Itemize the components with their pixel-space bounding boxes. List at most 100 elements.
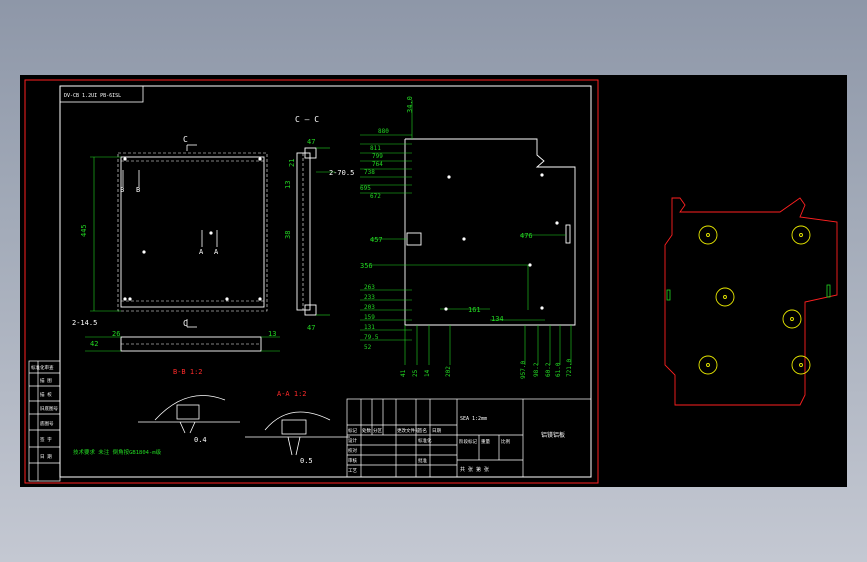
plate-dim-lines (360, 100, 572, 365)
title-row-3: 更改文件号 (397, 427, 420, 434)
dim-top-12: 672 (370, 193, 381, 200)
inner-border (59, 85, 592, 478)
side-dim-47-bottom: 47 (307, 324, 315, 332)
dim-top-0: 34.0 (406, 96, 414, 113)
title-rows: 标记 处数 分区 更改文件号 签名 日期 设计 校对 审核 工艺 标准化 批准 … (348, 427, 510, 474)
title-row-5: 日期 (432, 428, 441, 434)
dim-top-10: 695 (360, 185, 371, 192)
dim-top-3: 799 (372, 153, 383, 160)
dim-top-5: 764 (372, 161, 383, 168)
dim-bl-0: 263 (364, 284, 375, 291)
front-view (85, 152, 280, 352)
left-col-5: 签 字 (40, 436, 52, 443)
detail-aa (245, 411, 350, 456)
dim-mid-4: 134 (491, 315, 504, 323)
label-c-top: C (183, 135, 188, 144)
dim-bl-9: 131 (364, 324, 375, 331)
detail-bb-dim: 0.4 (194, 436, 207, 444)
dim-ax-7: 61.0 (555, 362, 562, 377)
title-row-4: 签名 (418, 427, 427, 434)
side-dim-2x: 2-70.5 (329, 169, 354, 177)
dim-top-7: 738 (364, 169, 375, 176)
label-a1: A (199, 248, 204, 256)
detail-bb (138, 395, 240, 434)
cad-drawing: DV-CB 1.2UI PB-6ISL 标准化审查 描 图 描 校 旧底图号 底… (24, 79, 838, 484)
title-sheet: 共 张 第 张 (460, 466, 489, 473)
dim-ax-8: 721.0 (566, 359, 573, 377)
detail-aa-title: A-A 1:2 (277, 390, 307, 398)
cad-canvas[interactable]: DV-CB 1.2UI PB-6ISL 标准化审查 描 图 描 校 旧底图号 底… (20, 75, 847, 487)
outer-frame (24, 79, 599, 484)
side-view (296, 147, 335, 316)
title-right-2: 比例 (501, 438, 510, 445)
dim-bl-4: 203 (364, 304, 375, 311)
right-plate-holes (698, 225, 811, 375)
front-dim-26: 26 (112, 330, 120, 338)
side-dim-38: 38 (284, 231, 292, 239)
left-col-3: 旧底图号 (40, 405, 58, 412)
left-column (28, 360, 61, 482)
title-block (346, 398, 592, 478)
dim-bl-7: 159 (364, 314, 375, 321)
dim-top-2: 811 (370, 145, 381, 152)
title-label-0: 设计 (348, 437, 357, 444)
title-label-5: 批准 (418, 457, 427, 464)
dims-bottom-axis: 41 25 14 202 957.0 98.2 60.2 61.0 721.0 (400, 359, 573, 379)
dim-ax-6: 60.2 (545, 362, 552, 377)
title-row-1: 处数 (362, 427, 371, 434)
dim-ax-1: 25 (412, 369, 419, 377)
tech-note: 技术要求 未注 倒角按GB1804-m级 (73, 448, 162, 456)
side-dim-21: 21 (288, 159, 296, 167)
dim-mid-3: 161 (468, 306, 481, 314)
title-right-0: 阶段标记 (459, 438, 477, 445)
dims-top-group: 880 811 799 764 738 695 672 (360, 128, 389, 200)
dim-ax-4: 957.0 (520, 361, 527, 379)
plate-view (404, 138, 576, 326)
header-box (59, 85, 144, 103)
header-note: DV-CB 1.2UI PB-6ISL (64, 93, 121, 99)
front-dim-13: 13 (268, 330, 276, 338)
dim-ax-5: 98.2 (533, 362, 540, 377)
dim-bl-10: 79.5 (364, 334, 379, 341)
left-col-2: 描 校 (40, 391, 52, 398)
left-col-1: 描 图 (40, 377, 52, 384)
right-plate-slots (666, 284, 831, 301)
title-label-4: 标准化 (418, 437, 432, 444)
front-dim-42: 42 (90, 340, 98, 348)
section-cc-title: C – C (295, 115, 319, 124)
plate-holes (444, 173, 559, 311)
dim-ax-2: 14 (424, 369, 431, 377)
section-markers (122, 144, 218, 328)
title-row-2: 分区 (373, 427, 382, 434)
front-dim-bottom: 2-14.5 (72, 319, 97, 327)
right-plate (664, 197, 838, 406)
dim-mid-1: 476 (520, 232, 533, 240)
dims-bottom-left: 263 233 203 159 131 79.5 52 (364, 284, 379, 351)
title-row-0: 标记 (348, 427, 357, 434)
detail-aa-dim: 0.5 (300, 457, 313, 465)
label-b2: B (136, 186, 140, 194)
title-right-1: 重量 (481, 438, 490, 445)
label-c-bottom: C (183, 319, 188, 328)
side-dim-13: 13 (284, 181, 292, 189)
side-dim-47-top: 47 (307, 138, 315, 146)
label-b1: B (120, 186, 124, 194)
front-view-holes (123, 157, 262, 301)
title-label-2: 审核 (348, 457, 357, 464)
front-dim-left: 445 (80, 224, 88, 237)
label-a2: A (214, 248, 219, 256)
dim-top-1: 880 (378, 128, 389, 135)
dim-mid-2: 356 (360, 262, 373, 270)
left-col-6: 日 期 (40, 454, 52, 460)
title-label-1: 校对 (348, 447, 357, 454)
dim-ax-3: 202 (445, 366, 452, 377)
detail-bb-title: B-B 1:2 (173, 368, 203, 376)
title-label-3: 工艺 (348, 468, 357, 474)
left-col-0: 标准化审查 (31, 364, 54, 371)
dim-mid-0: 457 (370, 236, 383, 244)
title-material: 铝镁铝板 (541, 431, 565, 439)
title-scale: SEA 1:2mm (460, 416, 487, 422)
left-col-4: 底图号 (40, 420, 54, 427)
dim-ax-0: 41 (400, 369, 407, 377)
dim-bl-12: 52 (364, 344, 372, 351)
